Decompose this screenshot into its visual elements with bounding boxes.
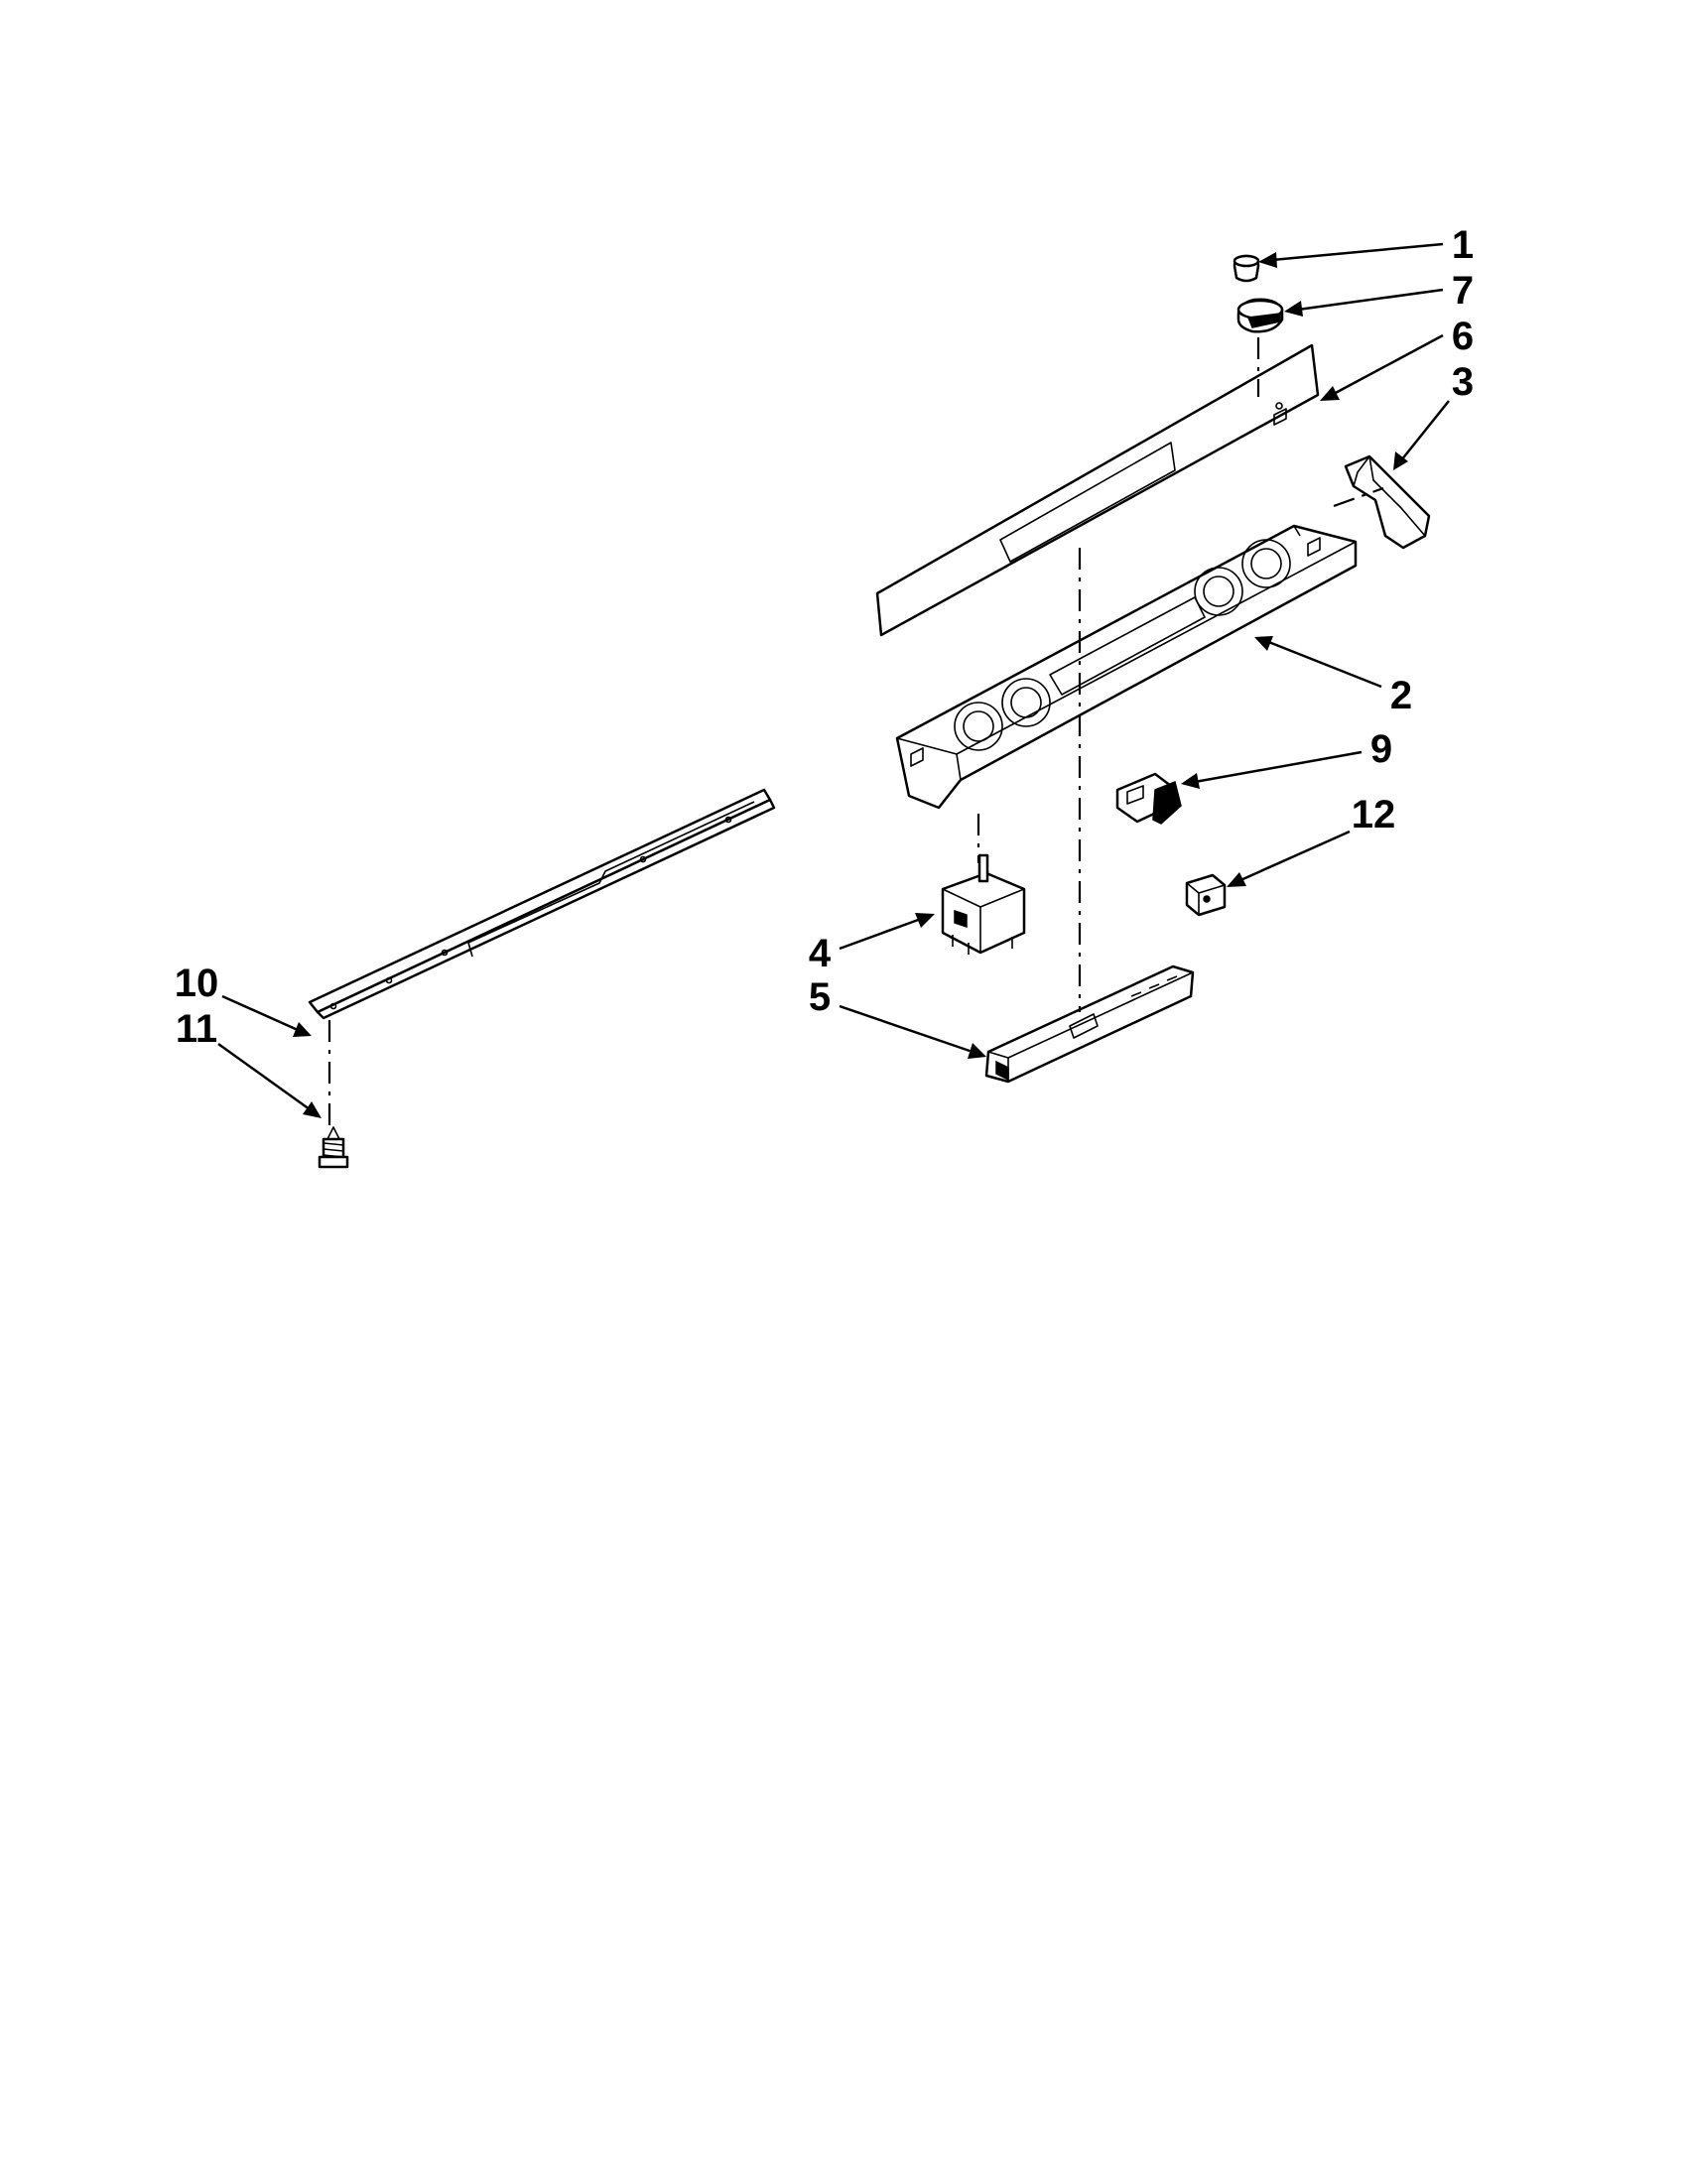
leader-6 <box>1320 333 1444 401</box>
knob-ring-rear-right <box>1241 539 1291 588</box>
leader-1 <box>1258 242 1444 268</box>
part-5-electronic-control-board <box>984 964 1195 1084</box>
leader-5 <box>839 1004 986 1059</box>
part-11-screw <box>318 1126 349 1169</box>
callout-12: 12 <box>1352 793 1396 836</box>
callout-9: 9 <box>1370 727 1392 771</box>
part-3-end-cap-bracket <box>1344 454 1431 550</box>
callout-5: 5 <box>809 975 831 1019</box>
assembly-guide-lines <box>327 337 1384 1127</box>
part-2-control-panel-housing <box>895 524 1358 810</box>
leader-lines <box>217 242 1450 1118</box>
part-1-knob-cap <box>1233 254 1260 283</box>
callout-11: 11 <box>176 1007 217 1051</box>
leader-12 <box>1227 830 1351 887</box>
part-6-control-panel-overlay <box>875 343 1320 637</box>
part-9-rocker-switch <box>1115 772 1182 825</box>
leader-11 <box>217 1042 322 1118</box>
leader-7 <box>1284 288 1444 317</box>
knob-ring-rear-left <box>1001 678 1051 727</box>
part-10-mounting-bracket <box>308 788 776 1020</box>
knob-ring-front-right <box>1194 567 1243 616</box>
callout-6: 6 <box>1452 315 1474 358</box>
callout-10: 10 <box>175 962 219 1005</box>
callout-labels: 1 7 6 3 2 9 12 4 5 10 11 <box>175 223 1474 1051</box>
callout-3: 3 <box>1452 360 1474 404</box>
leader-9 <box>1181 750 1363 789</box>
leader-4 <box>839 913 935 951</box>
knob-ring-front-left <box>954 702 1003 751</box>
callout-4: 4 <box>809 932 832 975</box>
leader-3 <box>1393 400 1450 470</box>
part-4-infinite-switch <box>941 853 1026 955</box>
part-12-small-switch <box>1185 873 1227 917</box>
leader-2 <box>1254 636 1382 689</box>
callout-1: 1 <box>1452 223 1474 267</box>
part-7-control-knob <box>1236 298 1284 333</box>
leader-10 <box>221 994 312 1037</box>
callout-7: 7 <box>1452 269 1474 313</box>
callout-2: 2 <box>1390 674 1412 717</box>
